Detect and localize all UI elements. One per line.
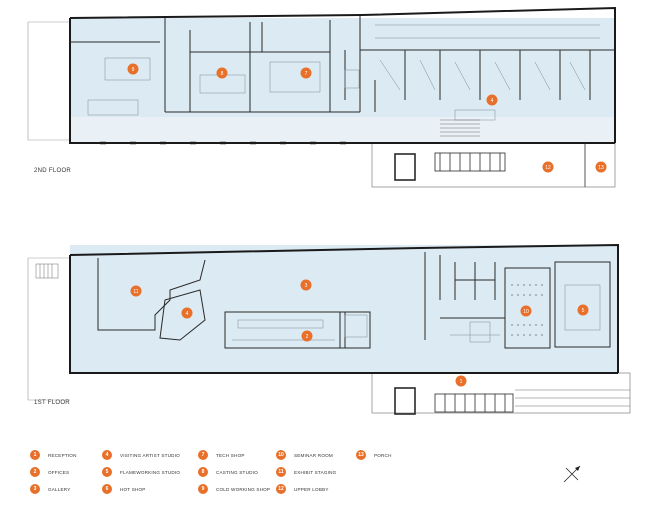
legend-label: FLAMEWORKING STUDIO: [120, 469, 181, 475]
legend-item: 12 UPPER LOBBY: [276, 484, 329, 494]
svg-text:3: 3: [305, 283, 308, 289]
lower-partitions: [97, 252, 611, 349]
legend-marker: 3: [30, 484, 40, 494]
room-marker-cold-working-shop: 9: [127, 63, 139, 75]
legend-item: 11 EXHIBIT STAGING: [276, 467, 336, 477]
legend-item: 6 HOT SHOP: [102, 484, 146, 494]
svg-text:1: 1: [460, 379, 463, 385]
legend-marker: 1: [30, 450, 40, 460]
lower-furniture: [232, 284, 601, 343]
lower-exterior-stair: [35, 263, 59, 279]
room-marker-exhibit-staging: 11: [130, 285, 142, 297]
legend-label: PORCH: [374, 452, 392, 458]
legend-label: CASTING STUDIO: [216, 469, 258, 475]
north-arrow-icon: [563, 465, 581, 483]
legend-marker: 4: [102, 450, 112, 460]
room-markers: 9 8 7 4 12 13 11 4 3 2 10 5 1: [127, 63, 607, 387]
legend-item: 3 GALLERY: [30, 484, 71, 494]
svg-text:4: 4: [491, 98, 494, 104]
legend-marker: 6: [102, 484, 112, 494]
legend-marker: 8: [198, 467, 208, 477]
legend-item: 4 VISITING ARTIST STUDIO: [102, 450, 180, 460]
legend-marker: 11: [276, 467, 286, 477]
room-marker-offices: 2: [301, 330, 313, 342]
svg-text:11: 11: [133, 289, 138, 295]
legend-marker: 13: [356, 450, 366, 460]
lower-floor-plan: [27, 243, 631, 415]
upper-equipment-lines: [87, 24, 600, 121]
legend-label: UPPER LOBBY: [294, 486, 329, 492]
legend-marker: 5: [102, 467, 112, 477]
room-marker-visiting-artist-studio-upper: 4: [486, 94, 498, 106]
upper-outer-wall: [69, 6, 616, 144]
room-marker-visiting-artist-studio-lower: 4: [181, 307, 193, 319]
room-legend: 1 RECEPTION 2 OFFICES 3 GALLERY 4 VISITING A…: [30, 450, 450, 500]
svg-text:4: 4: [186, 311, 189, 317]
legend-marker: 12: [276, 484, 286, 494]
legend-item: 8 CASTING STUDIO: [198, 467, 258, 477]
legend-marker: 10: [276, 450, 286, 460]
upper-corridor: [70, 117, 615, 143]
legend-item: 9 COLD WORKING SHOP: [198, 484, 270, 494]
svg-text:12: 12: [545, 165, 551, 171]
legend-item: 5 FLAMEWORKING STUDIO: [102, 467, 180, 477]
legend-label: EXHIBIT STAGING: [294, 469, 337, 475]
room-marker-porch: 13: [595, 161, 607, 173]
room-marker-reception: 1: [455, 375, 467, 387]
legend-item: 2 OFFICES: [30, 467, 69, 477]
upper-partitions: [70, 16, 615, 113]
legend-item: 1 RECEPTION: [30, 450, 77, 460]
room-marker-flameworking-studio: 5: [577, 304, 589, 316]
upper-stair: [440, 119, 480, 137]
legend-label: SEMINAR ROOM: [294, 452, 333, 458]
room-marker-seminar-room: 10: [520, 305, 532, 317]
legend-label: VISITING ARTIST STUDIO: [120, 452, 180, 458]
legend-marker: 9: [198, 484, 208, 494]
legend-label: GALLERY: [48, 486, 71, 492]
upper-adjacent-outline: [27, 21, 70, 141]
lower-entry-area: [371, 372, 631, 414]
svg-text:2: 2: [306, 334, 309, 340]
room-marker-casting-studio: 8: [216, 67, 228, 79]
room-marker-upper-lobby: 12: [542, 161, 554, 173]
room-marker-tech-shop: 7: [300, 67, 312, 79]
svg-text:8: 8: [221, 71, 224, 77]
seminar-seating: [511, 284, 543, 336]
lower-floor-fill: [70, 245, 618, 373]
legend-label: HOT SHOP: [120, 486, 146, 492]
svg-text:5: 5: [582, 308, 585, 314]
legend-label: OFFICES: [48, 469, 70, 475]
room-marker-gallery: 3: [300, 279, 312, 291]
svg-text:7: 7: [305, 71, 308, 77]
legend-item: 10 SEMINAR ROOM: [276, 450, 333, 460]
upper-floor-plan: [27, 6, 616, 188]
lower-floor-label: 1ST FLOOR: [34, 400, 70, 406]
upper-stair-core: [394, 143, 586, 187]
lower-adjacent-outline: [27, 257, 70, 401]
lower-outer-wall: [69, 243, 619, 374]
legend-item: 7 TECH SHOP: [198, 450, 245, 460]
legend-label: TECH SHOP: [216, 452, 245, 458]
upper-floor-label: 2ND FLOOR: [34, 168, 72, 174]
legend-marker: 2: [30, 467, 40, 477]
svg-text:10: 10: [523, 309, 529, 315]
lower-stair-core: [394, 387, 630, 415]
legend-marker: 7: [198, 450, 208, 460]
legend-item: 13 PORCH: [356, 450, 392, 460]
legend-label: COLD WORKING SHOP: [216, 486, 271, 492]
legend-label: RECEPTION: [48, 452, 77, 458]
svg-text:13: 13: [598, 165, 604, 171]
svg-text:9: 9: [132, 67, 135, 73]
